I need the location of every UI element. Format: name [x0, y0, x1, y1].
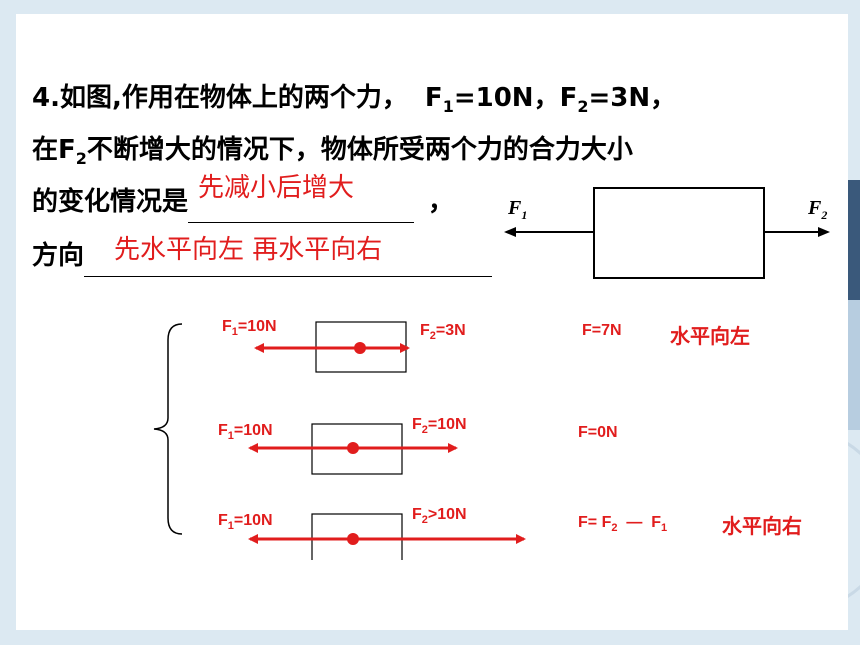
- case1-result: F=7N: [582, 322, 622, 339]
- case2-f1-label: F1=10N: [218, 422, 273, 443]
- question-text-2: 不断增大的情况下，物体所受两个力的合力大小: [86, 135, 633, 165]
- case3-point: [347, 533, 359, 545]
- question-number: 4.: [32, 83, 60, 113]
- answer-blank-1: 先减小后增大: [188, 173, 415, 223]
- f2-value: F2=3N: [559, 83, 651, 117]
- case3-f1-label: F1=10N: [218, 512, 273, 533]
- figure-f1: F: [507, 197, 522, 219]
- question-line-2: 在F2不断增大的情况下，物体所受两个力的合力大小: [32, 130, 633, 179]
- slide: [16, 14, 848, 630]
- brace: [153, 323, 183, 535]
- figure-background: [500, 180, 840, 290]
- case3-direction: 水平向右: [722, 516, 802, 538]
- cases-diagram: [248, 321, 526, 560]
- comma: ，: [428, 187, 455, 217]
- f1-value: F1=10N: [424, 83, 534, 117]
- text: 在: [32, 135, 59, 165]
- figure-f2: F: [807, 197, 822, 219]
- case1-f1-label: F1=10N: [222, 318, 277, 339]
- figure-f2-label: F2: [807, 197, 827, 222]
- figure-f1-sub: 1: [521, 208, 527, 222]
- figure-f1-label: F1: [507, 197, 527, 222]
- f2-arrowhead: [818, 227, 830, 237]
- case1-point: [354, 342, 366, 354]
- case2-f2-label: F2=10N: [412, 416, 467, 437]
- case3-f2-label: F2>10N: [412, 506, 467, 527]
- question-line-1: 4.如图,作用在物体上的两个力， F1=10N，F2=3N，: [32, 83, 677, 117]
- answer-2: 先水平向左 再水平向右: [114, 235, 383, 265]
- case2-result: F=0N: [578, 424, 618, 441]
- answer-1: 先减小后增大: [198, 173, 355, 203]
- f2-inline: F2: [58, 135, 87, 169]
- case3-result: F= F2 — F1: [578, 514, 668, 535]
- force-figure: F1 F2: [500, 180, 840, 290]
- f1-arrowhead: [504, 227, 516, 237]
- case1-direction: 水平向左: [670, 326, 750, 348]
- question-line-3: 的变化情况是先减小后增大 ，: [32, 173, 455, 223]
- figure-f2-sub: 2: [820, 208, 827, 222]
- case2-point: [347, 442, 359, 454]
- question-text-4: 方向: [32, 241, 85, 271]
- question-text-3: 的变化情况是: [32, 187, 189, 217]
- answer-blank-2: 先水平向左 再水平向右: [84, 235, 493, 277]
- question-text-1: 如图,作用在物体上的两个力，: [59, 83, 408, 113]
- case1-f2-label: F2=3N: [420, 322, 466, 343]
